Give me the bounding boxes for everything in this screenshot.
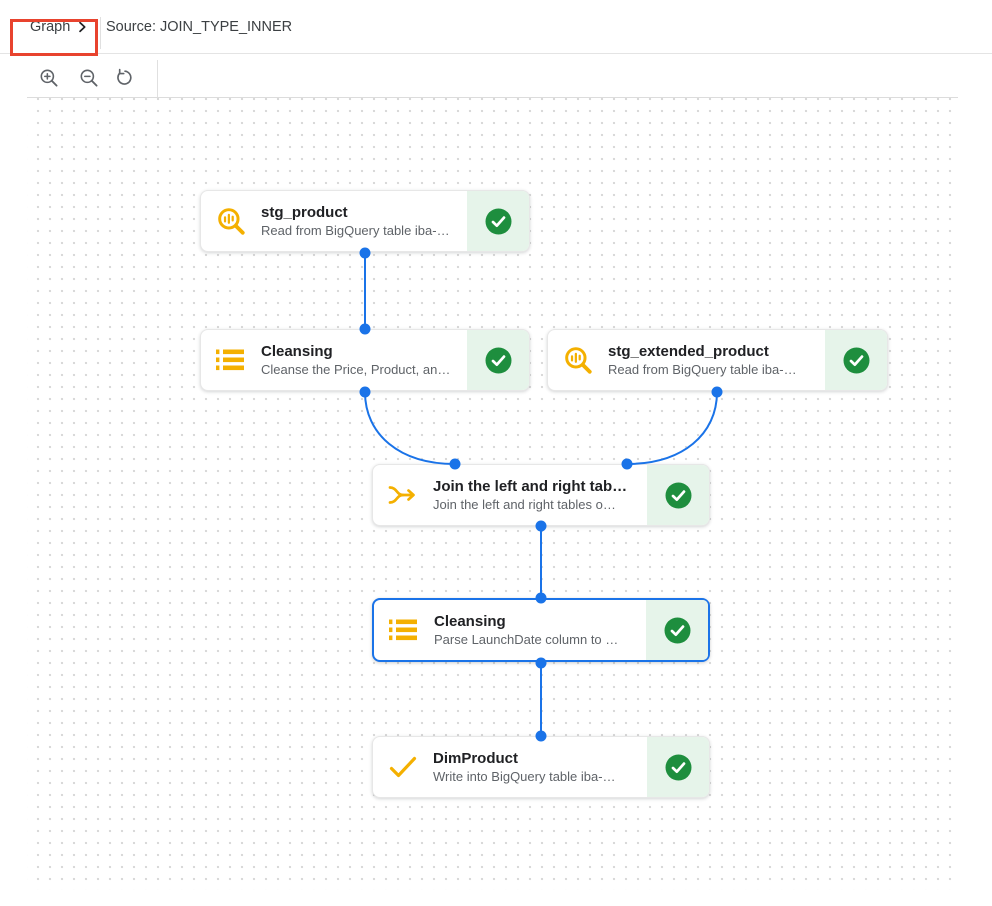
node-status-panel <box>825 330 887 390</box>
node-title: stg_product <box>261 204 348 221</box>
node-status-panel <box>647 737 709 797</box>
sink-check-icon <box>373 737 433 797</box>
zoom-out-button[interactable] <box>78 67 100 89</box>
node-dimproduct[interactable]: DimProduct Write into BigQuery table iba… <box>372 736 710 798</box>
chevron-right-icon <box>74 19 90 35</box>
breadcrumb: Graph Source: JOIN_TYPE_INNER <box>0 0 992 54</box>
zoom-in-icon <box>38 67 60 89</box>
zoom-out-icon <box>78 67 100 89</box>
node-subtitle: Read from BigQuery table iba-… <box>608 362 797 377</box>
node-title: Join the left and right tab… <box>433 478 628 495</box>
node-subtitle: Cleanse the Price, Product, an… <box>261 362 451 377</box>
node-cleansing-2-selected[interactable]: Cleansing Parse LaunchDate column to … <box>372 598 710 662</box>
node-title: Cleansing <box>434 613 506 630</box>
toolbar-divider <box>157 60 158 97</box>
edge-stgextended-join <box>626 391 718 465</box>
wrangler-list-icon <box>374 600 434 660</box>
success-check-icon <box>665 482 692 509</box>
node-status-panel <box>467 191 529 251</box>
reset-zoom-icon <box>114 67 136 89</box>
joiner-merge-icon <box>373 465 433 525</box>
node-cleansing-1[interactable]: Cleansing Cleanse the Price, Product, an… <box>200 329 530 391</box>
graph-toolbar <box>0 55 992 97</box>
success-check-icon <box>664 617 691 644</box>
zoom-in-button[interactable] <box>38 67 60 89</box>
breadcrumb-item-graph[interactable]: Graph <box>30 19 71 35</box>
node-join[interactable]: Join the left and right tab… Join the le… <box>372 464 710 526</box>
node-status-panel <box>647 465 709 525</box>
edge-cleansing1-join <box>364 391 456 465</box>
node-subtitle: Join the left and right tables o… <box>433 497 616 512</box>
node-status-panel <box>467 330 529 390</box>
success-check-icon <box>485 347 512 374</box>
node-title: Cleansing <box>261 343 333 360</box>
breadcrumb-divider <box>100 17 101 49</box>
node-subtitle: Read from BigQuery table iba-… <box>261 223 450 238</box>
node-subtitle: Parse LaunchDate column to … <box>434 632 619 647</box>
node-title: stg_extended_product <box>608 343 769 360</box>
graph-canvas[interactable]: stg_product Read from BigQuery table iba… <box>27 97 958 890</box>
success-check-icon <box>665 754 692 781</box>
node-subtitle: Write into BigQuery table iba-… <box>433 769 616 784</box>
success-check-icon <box>843 347 870 374</box>
node-stg-product[interactable]: stg_product Read from BigQuery table iba… <box>200 190 530 252</box>
reset-zoom-button[interactable] <box>114 67 136 89</box>
node-status-panel <box>646 600 708 660</box>
node-title: DimProduct <box>433 750 519 767</box>
breadcrumb-item-source: Source: JOIN_TYPE_INNER <box>106 19 293 35</box>
success-check-icon <box>485 208 512 235</box>
bigquery-source-icon <box>548 330 608 390</box>
bigquery-source-icon <box>201 191 261 251</box>
node-stg-extended-product[interactable]: stg_extended_product Read from BigQuery … <box>547 329 888 391</box>
wrangler-list-icon <box>201 330 261 390</box>
